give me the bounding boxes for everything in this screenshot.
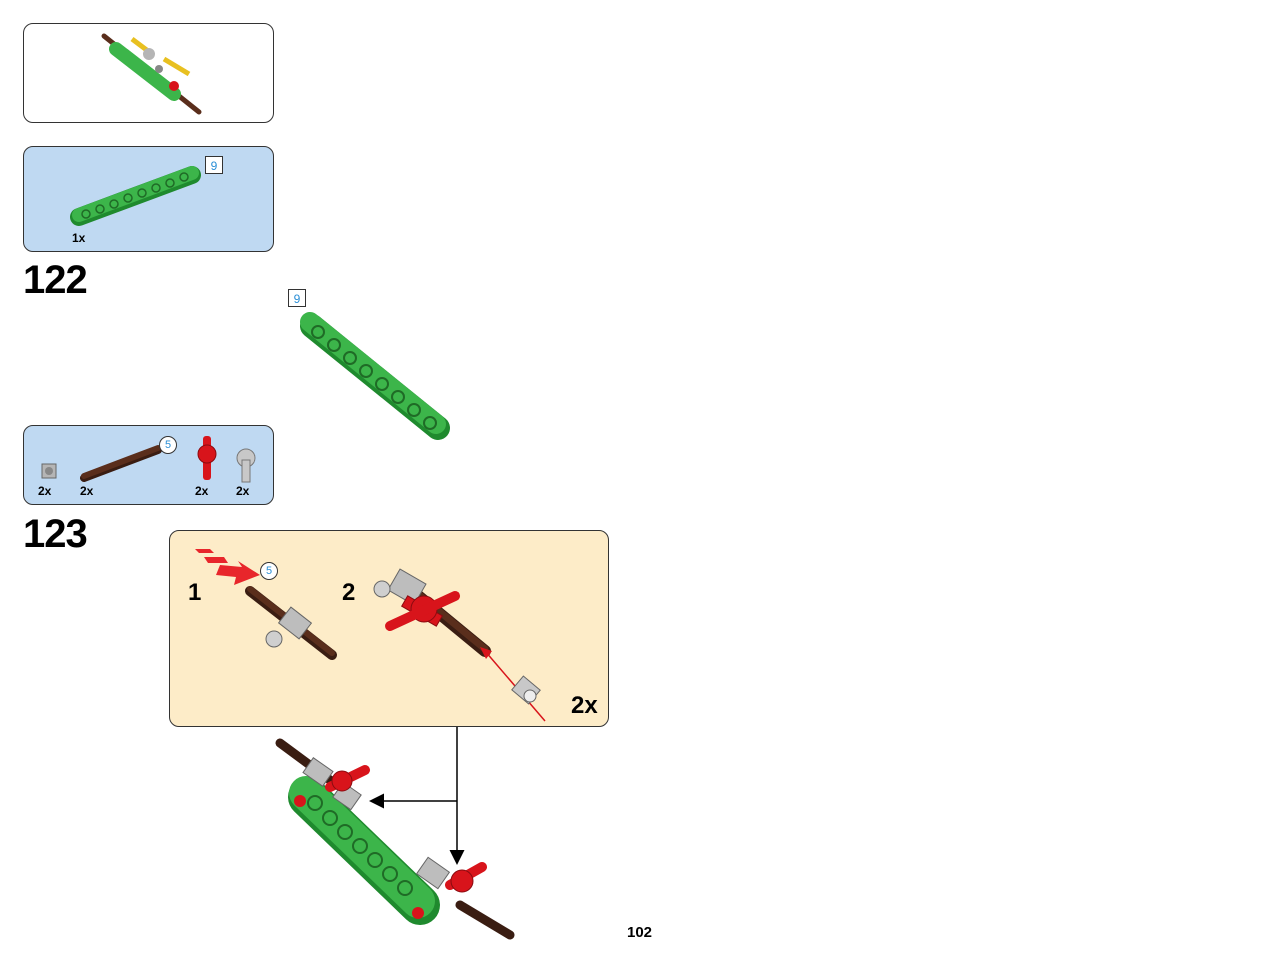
repeat-count: 2x — [571, 692, 598, 719]
axle-length-badge: 5 — [159, 436, 177, 454]
substep-2-image — [373, 568, 546, 722]
parts-list-step-122: 9 1x — [23, 146, 274, 252]
step-number-123: 123 — [23, 512, 88, 556]
bush-quantity: 2x — [38, 484, 52, 498]
subassembly-callout: 1 2 5 2x — [169, 530, 609, 727]
parts-list-step-123: 5 2x 2x 2x 2x — [23, 425, 274, 505]
step-122-liftarm-image — [300, 312, 450, 440]
liftarm-9-part-image — [70, 166, 201, 226]
bush-part-image — [41, 463, 57, 479]
substep-1-image — [195, 549, 337, 660]
red-connector-quantity: 2x — [195, 484, 209, 498]
callout-placement-arrows — [369, 727, 465, 865]
step-123-model-image — [275, 738, 515, 940]
page-number: 102 — [627, 924, 653, 941]
gray-connector-quantity: 2x — [236, 484, 250, 498]
axle-quantity: 2x — [80, 484, 94, 498]
axle-5-part-image — [80, 445, 162, 482]
part-quantity: 1x — [72, 231, 86, 245]
previous-model-callout — [23, 23, 274, 123]
previous-model-image — [101, 33, 202, 115]
substep-1-label: 1 — [188, 579, 202, 606]
length-badge: 9 — [205, 156, 223, 174]
step-122-length-badge: 9 — [288, 289, 306, 307]
substep-2-label: 2 — [342, 579, 356, 606]
substep-axle-length-badge: 5 — [260, 562, 278, 580]
step-number-122: 122 — [23, 258, 88, 302]
red-connector-part-image — [197, 436, 217, 480]
gray-connector-part-image — [236, 448, 256, 483]
